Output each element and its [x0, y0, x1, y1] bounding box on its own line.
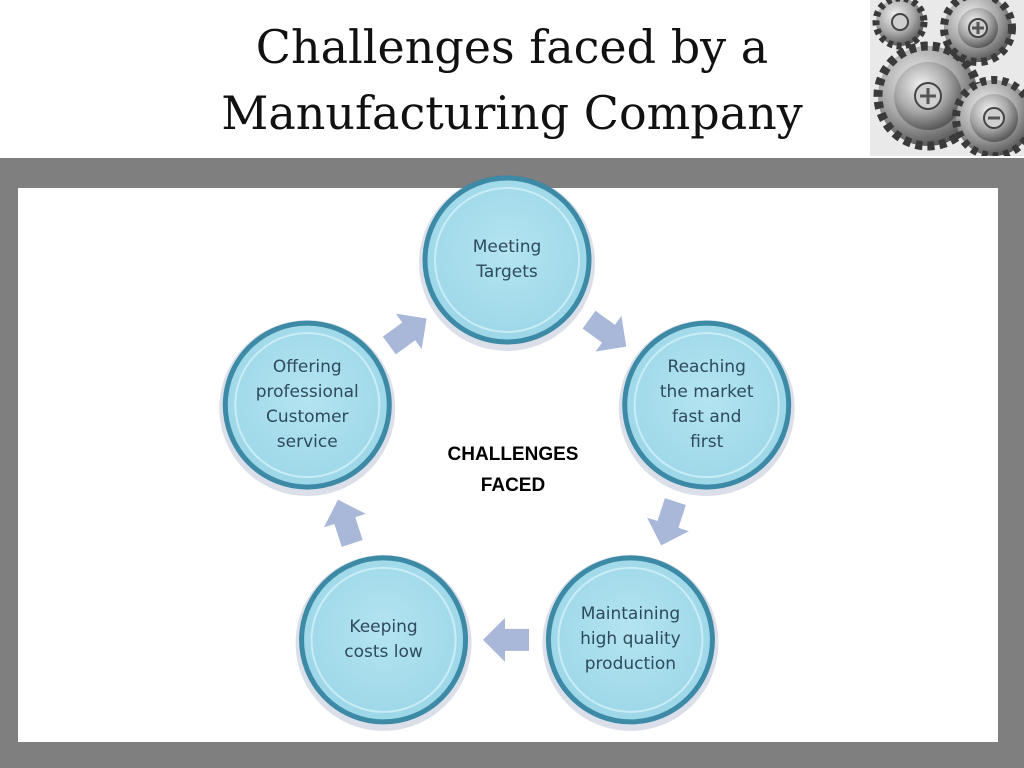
- cycle-node-label: Keeping costs low: [344, 616, 423, 662]
- gears-illustration: [870, 0, 1024, 156]
- cycle-arrow-shape: [582, 310, 627, 352]
- gears-icon: [870, 0, 1024, 156]
- nodes-layer: [219, 175, 795, 731]
- cycle-node-circle: [222, 320, 392, 490]
- cycle-node: [618, 320, 795, 497]
- center-label: CHALLENGES FACED: [447, 444, 579, 496]
- cycle-node-circle: [622, 320, 792, 490]
- cycle-arrow-shape: [382, 313, 427, 355]
- cycle-arrow: [647, 498, 689, 546]
- cycle-arrow-shape: [483, 617, 529, 662]
- cycle-arrow: [323, 499, 366, 547]
- cycle-node-label: Meeting Targets: [472, 237, 542, 282]
- cycle-node-circle: [299, 555, 469, 725]
- gear-small: [872, 0, 928, 50]
- cycle-node-ring: [557, 566, 704, 713]
- cycle-node-ring: [234, 332, 381, 479]
- gear-top: [940, 0, 1016, 66]
- cycle-node-ring: [633, 332, 780, 479]
- cycle-diagram: [219, 175, 795, 731]
- cycle-arrow-shape: [647, 498, 689, 546]
- gear-right: [952, 76, 1024, 156]
- cycle-node: [295, 554, 472, 731]
- cycle-node: [219, 320, 396, 497]
- cycle-node-label: Reaching the market fast and first: [659, 357, 754, 453]
- cycle-node-label: Maintaining high quality production: [580, 604, 681, 675]
- cycle-node-circle: [422, 175, 592, 345]
- cycle-node-ring: [310, 566, 457, 713]
- arrows-layer: [323, 310, 689, 662]
- cycle-node: [419, 175, 595, 351]
- cycle-arrow: [382, 313, 427, 355]
- slide-title: Challenges faced by a Manufacturing Comp…: [170, 14, 854, 146]
- cycle-arrow-shape: [323, 499, 366, 547]
- slide-title-text: Challenges faced by a Manufacturing Comp…: [221, 20, 803, 140]
- cycle-node-circle: [545, 555, 715, 725]
- cycle-arrow: [483, 617, 529, 662]
- cycle-arrow: [582, 310, 627, 352]
- cycle-node-ring: [434, 187, 580, 333]
- cycle-node: [542, 554, 719, 731]
- cycle-node-label: Offering professional Customer service: [255, 357, 359, 453]
